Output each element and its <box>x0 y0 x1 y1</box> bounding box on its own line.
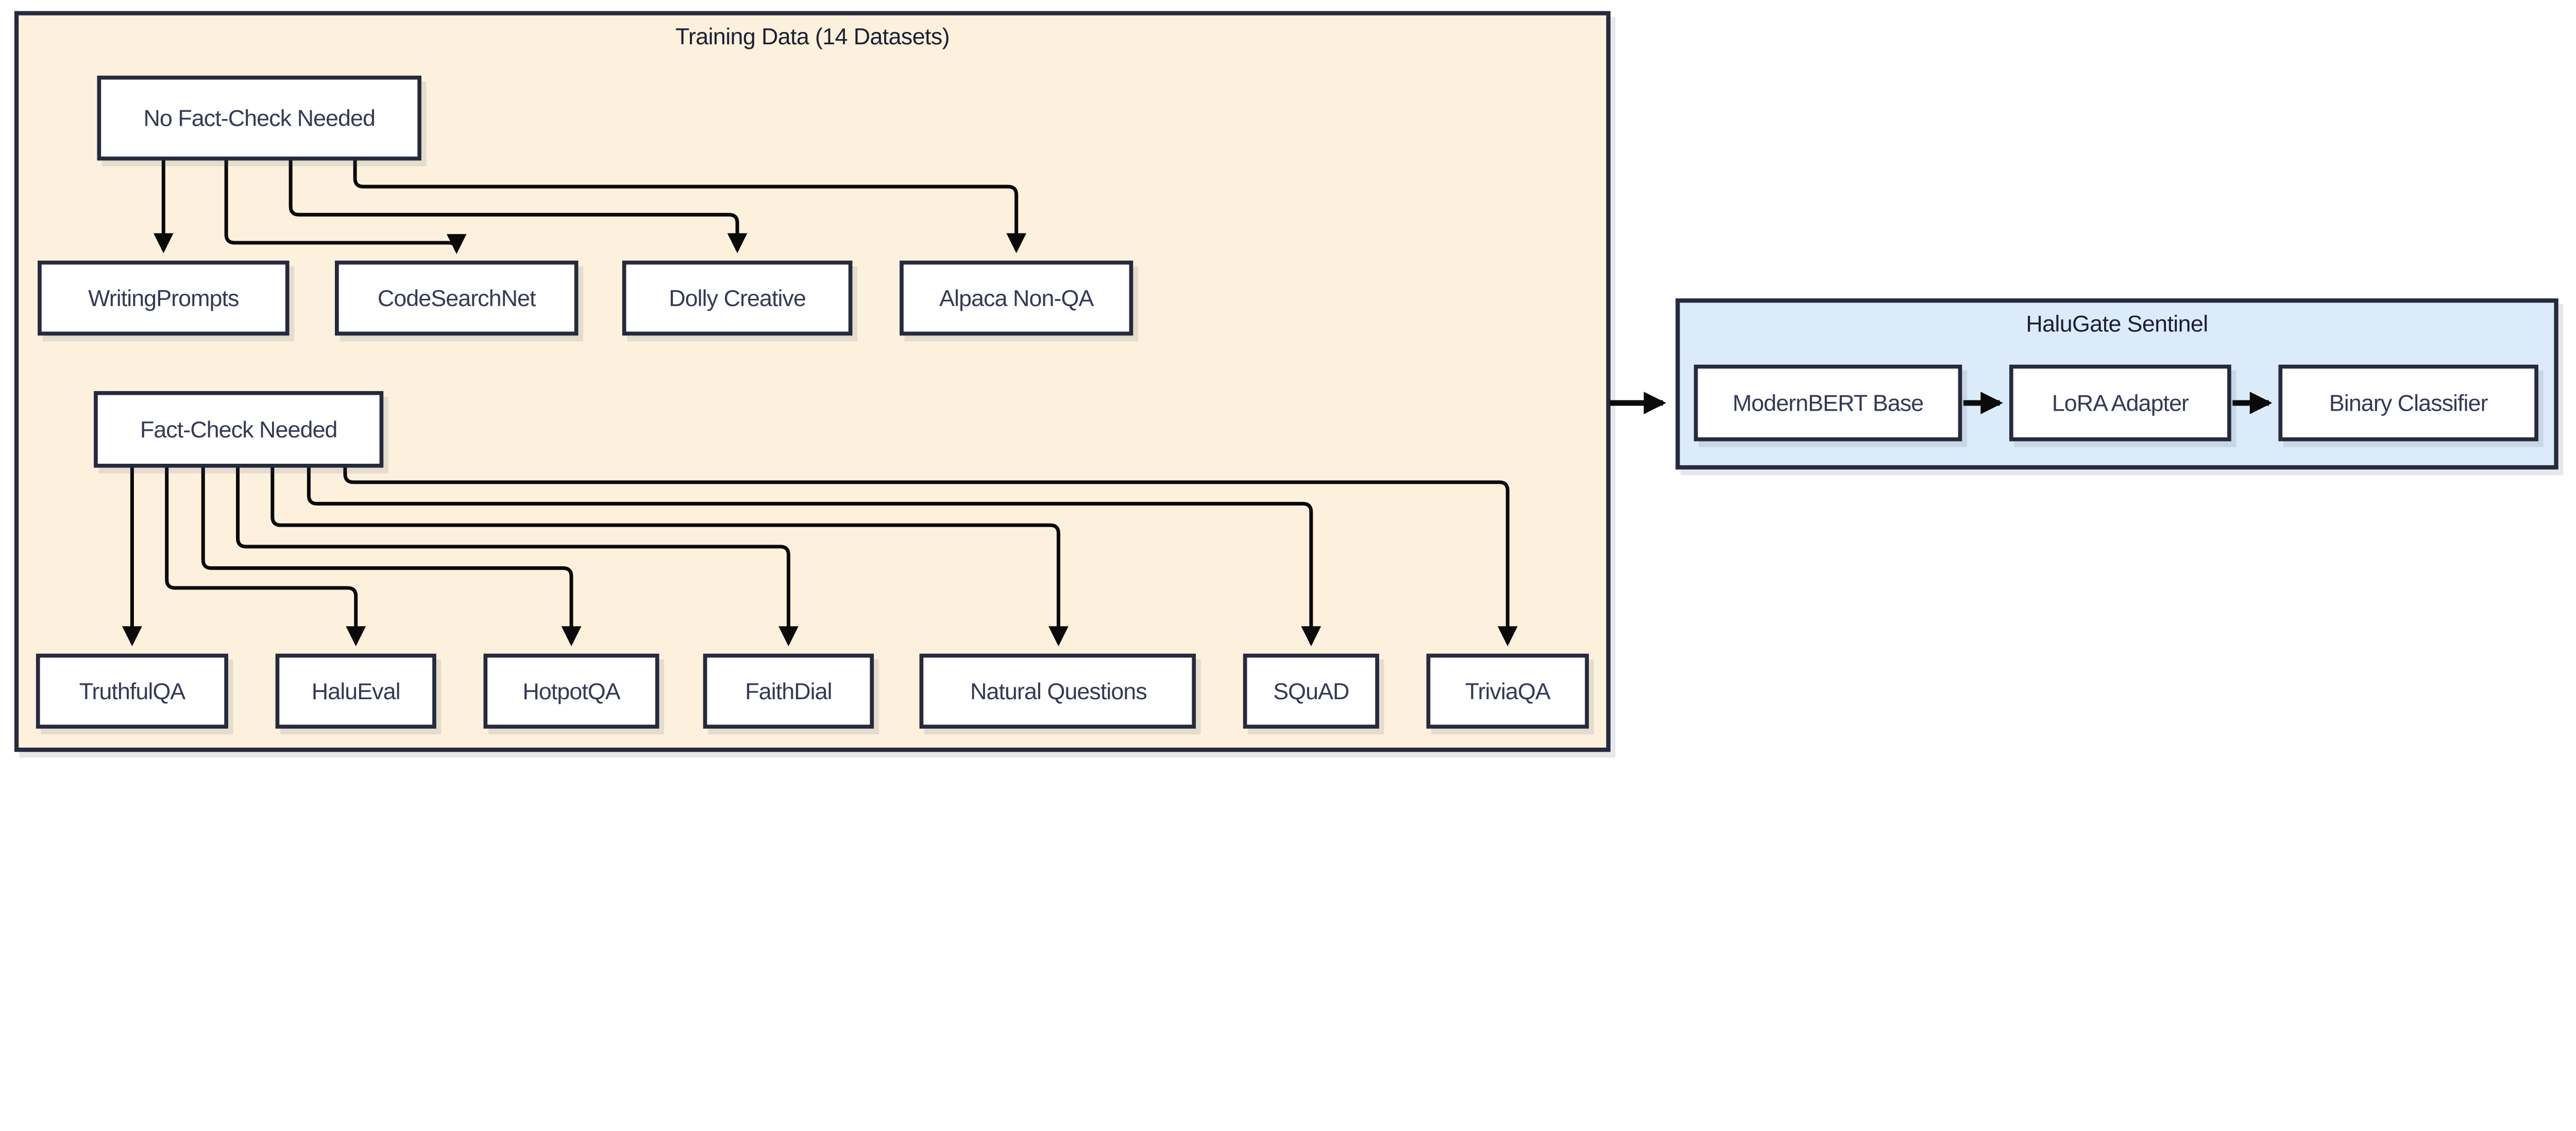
node-label: HaluEval <box>312 678 400 704</box>
node-box <box>97 75 421 161</box>
flow-diagram: Training Data (14 Datasets) No Fact-Chec… <box>14 11 2558 752</box>
node-box <box>2009 364 2231 442</box>
connectors-fact-check <box>122 465 1518 647</box>
connector-fact-check-to-faithdial <box>236 465 799 647</box>
node-writingprompts: WritingPrompts <box>38 260 290 336</box>
connector-fact-check-to-triviaqa <box>343 465 1518 647</box>
node-box <box>335 260 579 336</box>
node-label: Fact-Check Needed <box>140 416 337 443</box>
node-box <box>38 260 290 336</box>
connector-no-fact-check-to-alpaca-non-qa <box>353 158 1027 254</box>
node-dolly-creative: Dolly Creative <box>622 260 853 336</box>
node-codesearchnet: CodeSearchNet <box>335 260 579 336</box>
node-label: HotpotQA <box>522 678 620 704</box>
node-label: Natural Questions <box>970 678 1147 704</box>
node-box <box>1426 653 1589 729</box>
node-lora-adapter: LoRA Adapter <box>2009 364 2231 442</box>
connector-no-fact-check-to-dolly-creative <box>289 158 748 254</box>
node-alpaca-non-qa: Alpaca Non-QA <box>900 260 1133 336</box>
node-label: ModernBERT Base <box>1733 390 1923 416</box>
node-binary-classifier: Binary Classifier <box>2278 364 2538 442</box>
node-faithdial: FaithDial <box>703 653 874 729</box>
node-label: FaithDial <box>745 678 832 704</box>
halugate-sentinel-cluster: HaluGate Sentinel ModernBERT Base LoRA A… <box>1675 298 2558 470</box>
node-box <box>1693 364 1962 442</box>
node-box <box>919 653 1196 729</box>
node-label: Dolly Creative <box>669 285 806 311</box>
connector-no-fact-check-to-codesearchnet <box>224 158 467 254</box>
halugate-sentinel-cluster-title: HaluGate Sentinel <box>2026 311 2208 337</box>
node-label: TriviaQA <box>1465 678 1551 704</box>
node-label: TruthfulQA <box>79 678 186 704</box>
connector-fact-check-to-halueval <box>165 465 366 647</box>
node-box <box>622 260 853 336</box>
connectors-no-fact-check <box>153 158 1027 254</box>
node-box <box>703 653 874 729</box>
node-box <box>900 260 1133 336</box>
node-label: No Fact-Check Needed <box>143 105 375 131</box>
node-box <box>2278 364 2538 442</box>
connector-fact-check-to-squad <box>307 465 1321 647</box>
node-label: Alpaca Non-QA <box>939 285 1094 311</box>
node-truthfulqa: TruthfulQA <box>36 653 228 729</box>
node-label: SQuAD <box>1273 678 1349 704</box>
node-label: LoRA Adapter <box>2052 390 2189 416</box>
node-label: Binary Classifier <box>2329 390 2488 416</box>
node-triviaqa: TriviaQA <box>1426 653 1589 729</box>
node-no-fact-check-needed: No Fact-Check Needed <box>97 75 421 161</box>
diagram-canvas: Training Data (14 Datasets) No Fact-Chec… <box>14 11 2558 752</box>
node-box <box>1243 653 1379 729</box>
node-box <box>275 653 436 729</box>
connector-fact-check-to-natural-questions <box>270 465 1069 647</box>
node-box <box>36 653 228 729</box>
node-hotpotqa: HotpotQA <box>483 653 659 729</box>
node-box <box>94 391 384 468</box>
training-data-cluster: Training Data (14 Datasets) No Fact-Chec… <box>14 11 1611 752</box>
node-label: WritingPrompts <box>88 285 239 311</box>
node-box <box>483 653 659 729</box>
node-halueval: HaluEval <box>275 653 436 729</box>
node-label: CodeSearchNet <box>378 285 536 311</box>
node-modernbert-base: ModernBERT Base <box>1693 364 1962 442</box>
training-data-cluster-title: Training Data (14 Datasets) <box>675 23 950 49</box>
connector-fact-check-to-hotpotqa <box>201 465 582 647</box>
node-natural-questions: Natural Questions <box>919 653 1196 729</box>
node-squad: SQuAD <box>1243 653 1379 729</box>
node-fact-check-needed: Fact-Check Needed <box>94 391 384 468</box>
